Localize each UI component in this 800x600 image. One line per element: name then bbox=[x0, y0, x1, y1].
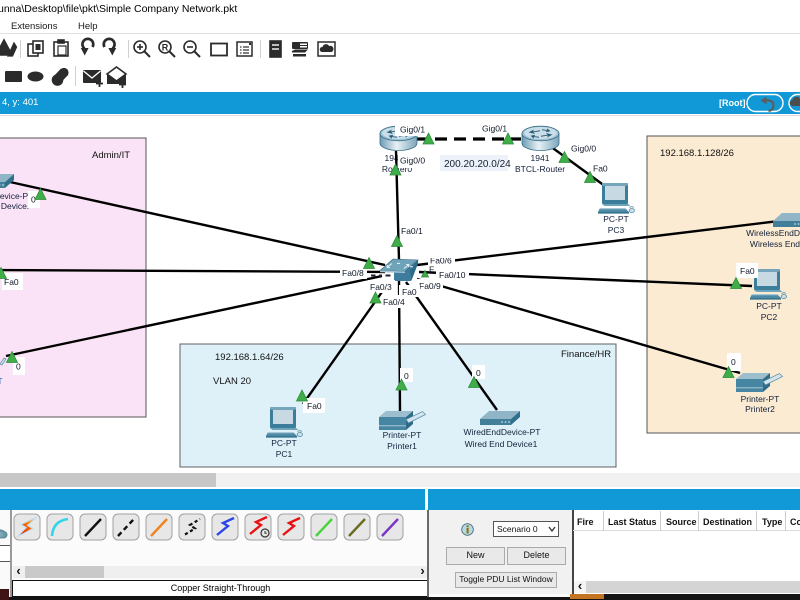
svg-text:T: T bbox=[0, 376, 3, 386]
svg-text:1941: 1941 bbox=[531, 153, 550, 163]
svg-text:WirelessEndD: WirelessEndD bbox=[746, 228, 800, 238]
svg-text:Wireless End: Wireless End bbox=[750, 239, 800, 249]
svg-text:Printer-PT: Printer-PT bbox=[741, 394, 780, 404]
svg-text:Gig0/1: Gig0/1 bbox=[400, 125, 425, 135]
svg-text:Fa0: Fa0 bbox=[307, 401, 322, 411]
svg-text:Finance/HR: Finance/HR bbox=[561, 349, 611, 360]
svg-text:Fa0/4: Fa0/4 bbox=[383, 297, 405, 307]
svg-text:Fa0: Fa0 bbox=[593, 164, 608, 174]
svg-text:0: 0 bbox=[476, 368, 481, 378]
svg-text:0: 0 bbox=[31, 195, 36, 205]
svg-text:200.20.20.0/24: 200.20.20.0/24 bbox=[444, 159, 511, 170]
svg-text:F.: F. bbox=[429, 265, 436, 275]
svg-text:Admin/IT: Admin/IT bbox=[92, 150, 130, 161]
svg-text:PC-PT: PC-PT bbox=[756, 301, 782, 311]
svg-text:VLAN 20: VLAN 20 bbox=[213, 376, 251, 387]
svg-text:Gig0/0: Gig0/0 bbox=[571, 144, 596, 154]
svg-text:Fa0: Fa0 bbox=[740, 266, 755, 276]
svg-text:0: 0 bbox=[404, 371, 409, 381]
svg-text:Printer2: Printer2 bbox=[745, 404, 775, 414]
svg-text:0: 0 bbox=[731, 357, 736, 367]
svg-text:192.168.1.128/26: 192.168.1.128/26 bbox=[660, 148, 734, 159]
svg-text:Gig0/0: Gig0/0 bbox=[400, 156, 425, 166]
svg-text:evice-P: evice-P bbox=[0, 191, 29, 201]
svg-text:Fa0/10: Fa0/10 bbox=[439, 270, 466, 280]
svg-text:PC3: PC3 bbox=[608, 225, 625, 235]
svg-text:WiredEndDevice-PT: WiredEndDevice-PT bbox=[464, 427, 541, 437]
svg-text:PC-PT: PC-PT bbox=[271, 438, 297, 448]
svg-text:Wired End Device1: Wired End Device1 bbox=[465, 439, 538, 449]
svg-text:Fa0: Fa0 bbox=[4, 277, 19, 287]
svg-text:PC-PT: PC-PT bbox=[603, 214, 629, 224]
svg-text:Gig0/1: Gig0/1 bbox=[482, 124, 507, 134]
svg-text:PC2: PC2 bbox=[761, 312, 778, 322]
svg-text:Fa0/9: Fa0/9 bbox=[419, 281, 441, 291]
svg-text:0: 0 bbox=[16, 362, 21, 372]
svg-text:Fa0/1: Fa0/1 bbox=[401, 226, 423, 236]
svg-text:Fa0: Fa0 bbox=[402, 287, 417, 297]
svg-text:Fa0/8: Fa0/8 bbox=[342, 268, 364, 278]
svg-text:Fa0/3: Fa0/3 bbox=[370, 282, 392, 292]
svg-text:Fa0/6: Fa0/6 bbox=[430, 256, 452, 266]
svg-text:PC1: PC1 bbox=[276, 449, 293, 459]
svg-text:Device.: Device. bbox=[1, 201, 29, 211]
svg-text:BTCL-Router: BTCL-Router bbox=[515, 164, 565, 174]
svg-text:Printer-PT: Printer-PT bbox=[383, 430, 422, 440]
svg-text:R: R bbox=[162, 43, 169, 53]
svg-text:192.168.1.64/26: 192.168.1.64/26 bbox=[215, 352, 284, 363]
svg-text:Printer1: Printer1 bbox=[387, 441, 417, 451]
svg-text:1941: 1941 bbox=[385, 153, 404, 163]
